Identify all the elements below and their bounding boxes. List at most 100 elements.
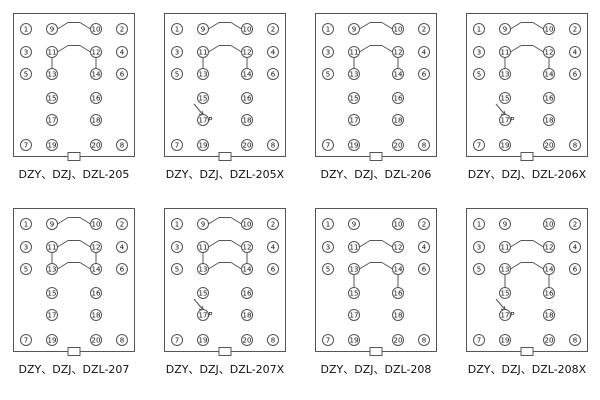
terminal-circle [392,263,404,275]
terminal-circle [543,23,555,35]
pointer-label: P [208,311,213,319]
terminal-2: 2 [116,23,128,35]
terminal-number: 2 [573,25,577,33]
terminal-circle [90,334,102,346]
terminal-circle [473,218,485,230]
terminal-number: 9 [50,220,54,228]
terminal-6: 6 [267,263,279,275]
terminal-circle [569,263,581,275]
terminal-circle [241,218,253,230]
terminal-19: 19 [499,139,511,151]
terminal-number: 17 [350,116,359,124]
contact-right [527,240,544,248]
terminal-circle [46,241,58,253]
terminal-circle [499,114,511,126]
terminal-13: 13 [348,68,360,80]
terminal-circle [116,23,128,35]
terminal-17: 17 [197,309,209,321]
terminal-number: 3 [175,243,179,251]
terminal-12: 12 [392,46,404,58]
terminal-16: 16 [543,287,555,299]
contact-right [74,217,91,225]
contact-right [74,240,91,248]
terminal-circle [392,218,404,230]
terminal-circle [543,92,555,104]
panel-label: DZY、DZJ、DZL-208 [320,363,432,376]
terminal-6: 6 [569,68,581,80]
terminal-number: 8 [271,336,275,344]
terminal-15: 15 [348,92,360,104]
terminal-circle [392,114,404,126]
terminal-2: 2 [267,23,279,35]
terminal-number: 11 [501,243,510,251]
terminal-14: 14 [90,68,102,80]
terminal-circle [46,309,58,321]
terminal-number: 10 [545,220,554,228]
terminal-6: 6 [418,263,430,275]
terminal-number: 13 [350,265,359,273]
terminal-14: 14 [392,68,404,80]
terminal-circle [392,23,404,35]
terminal-number: 16 [243,94,252,102]
contact-right [225,217,242,225]
terminal-18: 18 [90,114,102,126]
terminal-circle [499,46,511,58]
terminal-number: 10 [92,220,101,228]
terminal-number: 10 [243,25,252,33]
terminal-circle [499,309,511,321]
terminal-number: 17 [501,311,510,319]
terminal-13: 13 [46,68,58,80]
terminal-number: 2 [120,220,124,228]
terminal-6: 6 [418,68,430,80]
terminal-number: 19 [350,336,359,344]
terminal-circle [543,287,555,299]
terminal-11: 11 [348,241,360,253]
terminal-circle [322,23,334,35]
terminal-9: 9 [348,23,360,35]
terminal-17: 17 [46,309,58,321]
terminal-number: 16 [545,289,554,297]
terminal-number: 14 [92,265,101,273]
terminal-12: 12 [543,241,555,253]
terminal-15: 15 [197,287,209,299]
terminal-number: 18 [545,311,554,319]
terminal-12: 12 [543,46,555,58]
terminal-number: 17 [199,116,208,124]
terminal-circle [46,114,58,126]
terminal-number: 13 [199,265,208,273]
terminal-number: 16 [394,94,403,102]
terminal-number: 5 [326,265,330,273]
terminal-8: 8 [116,139,128,151]
terminal-1: 1 [322,23,334,35]
terminal-6: 6 [267,68,279,80]
terminal-5: 5 [473,68,485,80]
terminal-circle [197,68,209,80]
terminal-15: 15 [499,287,511,299]
terminal-number: 4 [120,243,125,251]
terminal-number: 19 [350,141,359,149]
terminal-circle [322,139,334,151]
pointer-label: P [208,116,213,124]
terminal-3: 3 [473,241,485,253]
contact-right [527,262,544,270]
coil-tab [218,347,232,356]
terminal-number: 3 [24,243,28,251]
terminal-circle [171,68,183,80]
terminal-circle [569,334,581,346]
contact-left [208,217,225,225]
contact-right [376,22,393,30]
terminal-circle [20,218,32,230]
contact-right [74,262,91,270]
terminal-1: 1 [20,23,32,35]
terminal-8: 8 [569,334,581,346]
terminal-circle [499,218,511,230]
terminal-20: 20 [392,334,404,346]
panel-label: DZY、DZJ、DZL-207X [165,363,285,376]
terminal-number: 1 [477,220,481,228]
terminal-14: 14 [90,263,102,275]
coil-tab [520,347,534,356]
